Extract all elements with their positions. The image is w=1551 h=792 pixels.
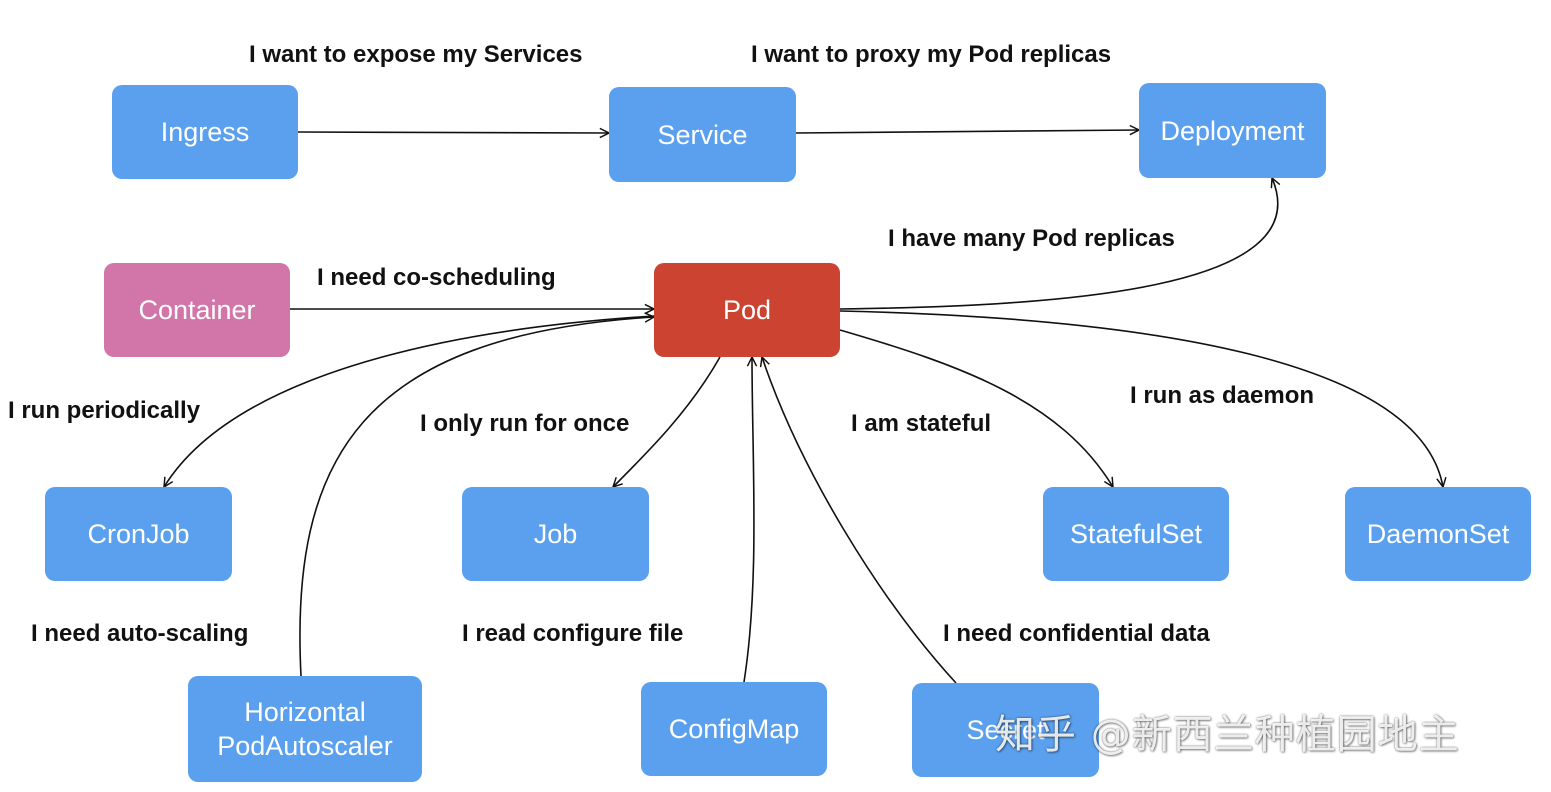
edge-ingress-service: [297, 132, 609, 133]
edge-pod-deployment: [839, 178, 1278, 310]
edge-label-pod-daemonset: I run as daemon: [1130, 382, 1315, 409]
node-service: Service: [609, 87, 796, 182]
edge-pod-statefulset: [839, 329, 1113, 487]
node-pod: Pod: [654, 263, 840, 357]
node-hpa: Horizontal PodAutoscaler: [188, 676, 422, 782]
edge-secret-pod: [762, 357, 957, 684]
node-secret: Secret: [912, 683, 1099, 777]
edge-pod-daemonset: [839, 310, 1443, 487]
edge-label-configmap-pod: I read configure file: [462, 620, 684, 647]
edge-label-pod-cronjob: I run periodically: [8, 397, 201, 424]
edge-configmap-pod: [743, 357, 754, 683]
node-job: Job: [462, 487, 649, 581]
node-deployment: Deployment: [1139, 83, 1326, 178]
watermark-text: 知乎 @新西兰种植园地主: [995, 712, 1460, 758]
node-daemonset: DaemonSet: [1345, 487, 1531, 581]
edge-label-pod-deployment: I have many Pod replicas: [888, 225, 1175, 252]
edge-service-deployment: [795, 130, 1139, 133]
edge-label-hpa-pod: I need auto-scaling: [31, 620, 249, 647]
node-statefulset: StatefulSet: [1043, 487, 1229, 581]
edge-pod-job: [613, 356, 721, 487]
edge-label-container-pod: I need co-scheduling: [317, 264, 556, 291]
edge-label-service-deployment: I want to proxy my Pod replicas: [751, 41, 1112, 68]
node-ingress: Ingress: [112, 85, 298, 179]
edge-pod-cronjob: [164, 315, 655, 487]
node-cronjob: CronJob: [45, 487, 232, 581]
edge-label-pod-job: I only run for once: [420, 410, 630, 437]
edge-label-pod-statefulset: I am stateful: [851, 410, 992, 437]
edge-label-ingress-service: I want to expose my Services: [249, 41, 583, 68]
edge-label-secret-pod: I need confidential data: [943, 620, 1210, 647]
node-configmap: ConfigMap: [641, 682, 827, 776]
edge-hpa-pod: [299, 317, 654, 677]
node-container: Container: [104, 263, 290, 357]
